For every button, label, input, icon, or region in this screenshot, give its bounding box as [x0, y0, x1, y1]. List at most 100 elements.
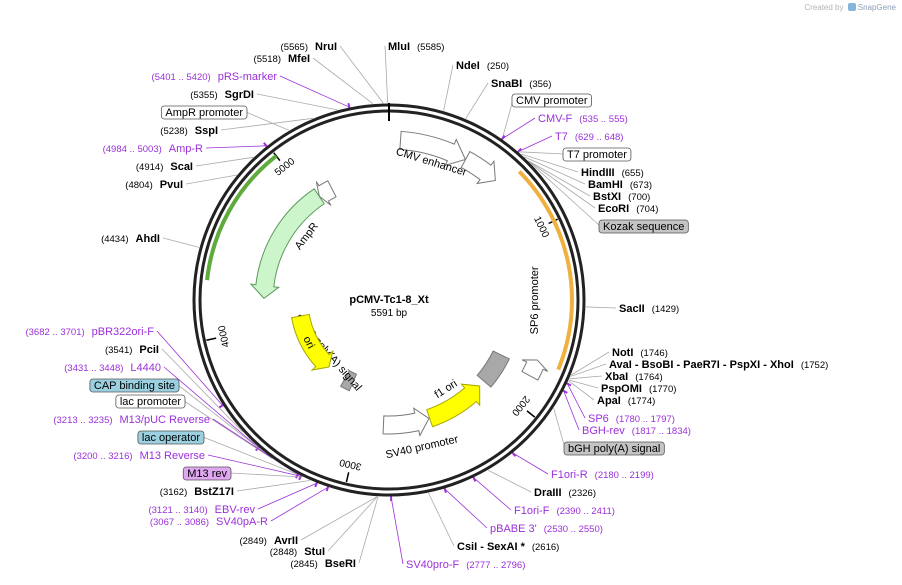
lac-promoter-label[interactable]: lac promoter [115, 394, 186, 409]
pspomi-label[interactable]: PspOMI(1770) [601, 383, 676, 395]
sgrdi-label[interactable]: SgrDI(5355) [190, 89, 254, 101]
bstxi-connector [528, 160, 591, 197]
site-position: (2849) [239, 536, 266, 547]
m13-rev-label[interactable]: M13 rev [182, 466, 232, 481]
site-position: (2777 .. 2796) [466, 560, 525, 571]
f1ori-f-primer-tick [472, 476, 477, 482]
site-name: CMV promoter [516, 95, 588, 107]
ecori-label[interactable]: EcoRI(704) [598, 203, 658, 215]
sv40pa-r-label[interactable]: SV40pA-R(3067 .. 3086) [150, 516, 268, 528]
plasmid-size: 5591 bp [371, 308, 408, 319]
scai-label[interactable]: ScaI(4914) [136, 161, 193, 173]
f1ori-f-label[interactable]: F1ori-F(2390 .. 2411) [514, 505, 615, 517]
lac-operator-label[interactable]: lac operator [137, 430, 205, 445]
avrii-label[interactable]: AvrII(2849) [239, 535, 298, 547]
sp6-promoter-label: SP6 promoter [529, 266, 541, 334]
sv40pro-f-label[interactable]: SV40pro-F(2777 .. 2796) [406, 559, 525, 571]
site-name: AmpR promoter [165, 107, 243, 119]
site-name: HindIII [581, 167, 615, 179]
label-box [562, 147, 632, 162]
pcii-label[interactable]: PciI(3541) [105, 344, 159, 356]
bgh-rev-label[interactable]: BGH-rev(1817 .. 1834) [582, 425, 691, 437]
site-name: SV40pA-R [216, 516, 268, 528]
prs-marker-primer-tick [347, 102, 351, 109]
prs-marker-label[interactable]: pRS-marker(5401 .. 5420) [152, 71, 278, 83]
f1ori-r-label[interactable]: F1ori-R(2180 .. 2199) [551, 469, 654, 481]
draiii-label[interactable]: DraIII(2326) [534, 487, 596, 499]
snabi-label[interactable]: SnaBI(356) [491, 78, 551, 90]
label-box [563, 441, 665, 456]
tick-label: 3000 [338, 456, 363, 472]
site-name: NruI [315, 41, 337, 53]
noti-label[interactable]: NotI(1746) [612, 347, 668, 359]
site-name: Amp-R [169, 143, 203, 155]
site-position: (1752) [801, 360, 828, 371]
bseri-label[interactable]: BseRI(2845) [290, 558, 356, 570]
kozak-sequence-label[interactable]: Kozak sequence [598, 219, 689, 234]
cap-binding-site-label[interactable]: CAP binding site [89, 378, 180, 393]
stui-label[interactable]: StuI(2848) [270, 546, 325, 558]
site-position: (3200 .. 3216) [73, 451, 132, 462]
amp-r-label[interactable]: Amp-R(4984 .. 5003) [103, 143, 203, 155]
pcii-connector [161, 348, 243, 433]
ampr-promoter-label[interactable]: AmpR promoter [160, 105, 248, 120]
m13-rev-connector [229, 472, 303, 478]
site-position: (3213 .. 3235) [53, 415, 112, 426]
site-position: (5355) [190, 90, 217, 101]
pbr322ori-f-label[interactable]: pBR322ori-F(3682 .. 3701) [25, 326, 154, 338]
bgh-poly-a-signal-label[interactable]: bGH poly(A) signal [563, 441, 665, 456]
pvui-label[interactable]: PvuI(4804) [125, 179, 183, 191]
cmv-promoter-label[interactable]: CMV promoter [511, 93, 592, 108]
bamhi-label[interactable]: BamHI(673) [588, 179, 652, 191]
csii-label[interactable]: CsiI - SexAI *(2616) [457, 541, 559, 553]
t7-promoter-label[interactable]: T7 promoter [562, 147, 632, 162]
pbabe-3-label[interactable]: pBABE 3'(2530 .. 2550) [490, 523, 603, 535]
nrui-label[interactable]: NruI(5565) [281, 41, 337, 53]
site-name: BGH-rev [582, 425, 625, 437]
bgh-poly-a-signal-feature [476, 350, 511, 388]
t7-label[interactable]: T7(629 .. 648) [555, 131, 623, 143]
sspi-label[interactable]: SspI(5238) [160, 125, 218, 137]
hindiii-label[interactable]: HindIII(655) [581, 167, 644, 179]
nrui-connector [339, 45, 384, 104]
hindiii-connector [521, 153, 579, 173]
mlui-label[interactable]: MluI(5585) [388, 41, 444, 53]
ndei-label[interactable]: NdeI(250) [456, 60, 509, 72]
bstxi-label[interactable]: BstXI(700) [593, 191, 650, 203]
pbr322ori-f-connector [156, 330, 223, 406]
site-position: (673) [630, 180, 652, 191]
xbai-label[interactable]: XbaI(1764) [605, 371, 663, 383]
site-position: (2616) [532, 542, 559, 553]
sacii-label[interactable]: SacII(1429) [619, 303, 679, 315]
cmv-promoter-feature [460, 150, 496, 185]
credit-brand[interactable]: SnapGene [857, 3, 896, 12]
site-position: (356) [529, 79, 551, 90]
apai-label[interactable]: ApaI(1774) [597, 395, 655, 407]
l4440-label[interactable]: L4440(3431 .. 3448) [64, 362, 161, 374]
mfei-label[interactable]: MfeI(5518) [254, 53, 310, 65]
site-name: NdeI [456, 60, 480, 72]
cmv-f-label[interactable]: CMV-F(535 .. 555) [538, 113, 628, 125]
draiii-connector [488, 469, 532, 493]
ahdi-label[interactable]: AhdI(4434) [101, 233, 160, 245]
ebv-rev-label[interactable]: EBV-rev(3121 .. 3140) [148, 504, 255, 516]
site-name: EBV-rev [215, 504, 256, 516]
site-name: T7 promoter [567, 149, 627, 161]
site-position: (4434) [101, 234, 128, 245]
site-position: (2845) [290, 559, 317, 570]
pbabe-3-primer-tick [443, 487, 447, 494]
m13-reverse-label[interactable]: M13 Reverse(3200 .. 3216) [73, 450, 205, 462]
plasmid-name: pCMV-Tc1-8_Xt [349, 294, 429, 306]
ebv-rev-primer-tick [314, 481, 318, 488]
bstz17i-label[interactable]: BstZ17I(3162) [160, 486, 234, 498]
site-name: PciI [139, 344, 159, 356]
sp6-primer-tick [566, 382, 572, 387]
sspi-connector [220, 117, 313, 131]
sp6-label[interactable]: SP6(1780 .. 1797) [588, 413, 675, 425]
m13-puc-reverse-label[interactable]: M13/pUC Reverse(3213 .. 3235) [53, 414, 210, 426]
ampr-feature [249, 188, 325, 300]
ori-feature [290, 313, 334, 371]
site-name: MfeI [288, 53, 310, 65]
site-position: (535 .. 555) [579, 114, 628, 125]
avai-label[interactable]: AvaI - BsoBI - PaeR7I - PspXI - XhoI(175… [609, 359, 828, 371]
